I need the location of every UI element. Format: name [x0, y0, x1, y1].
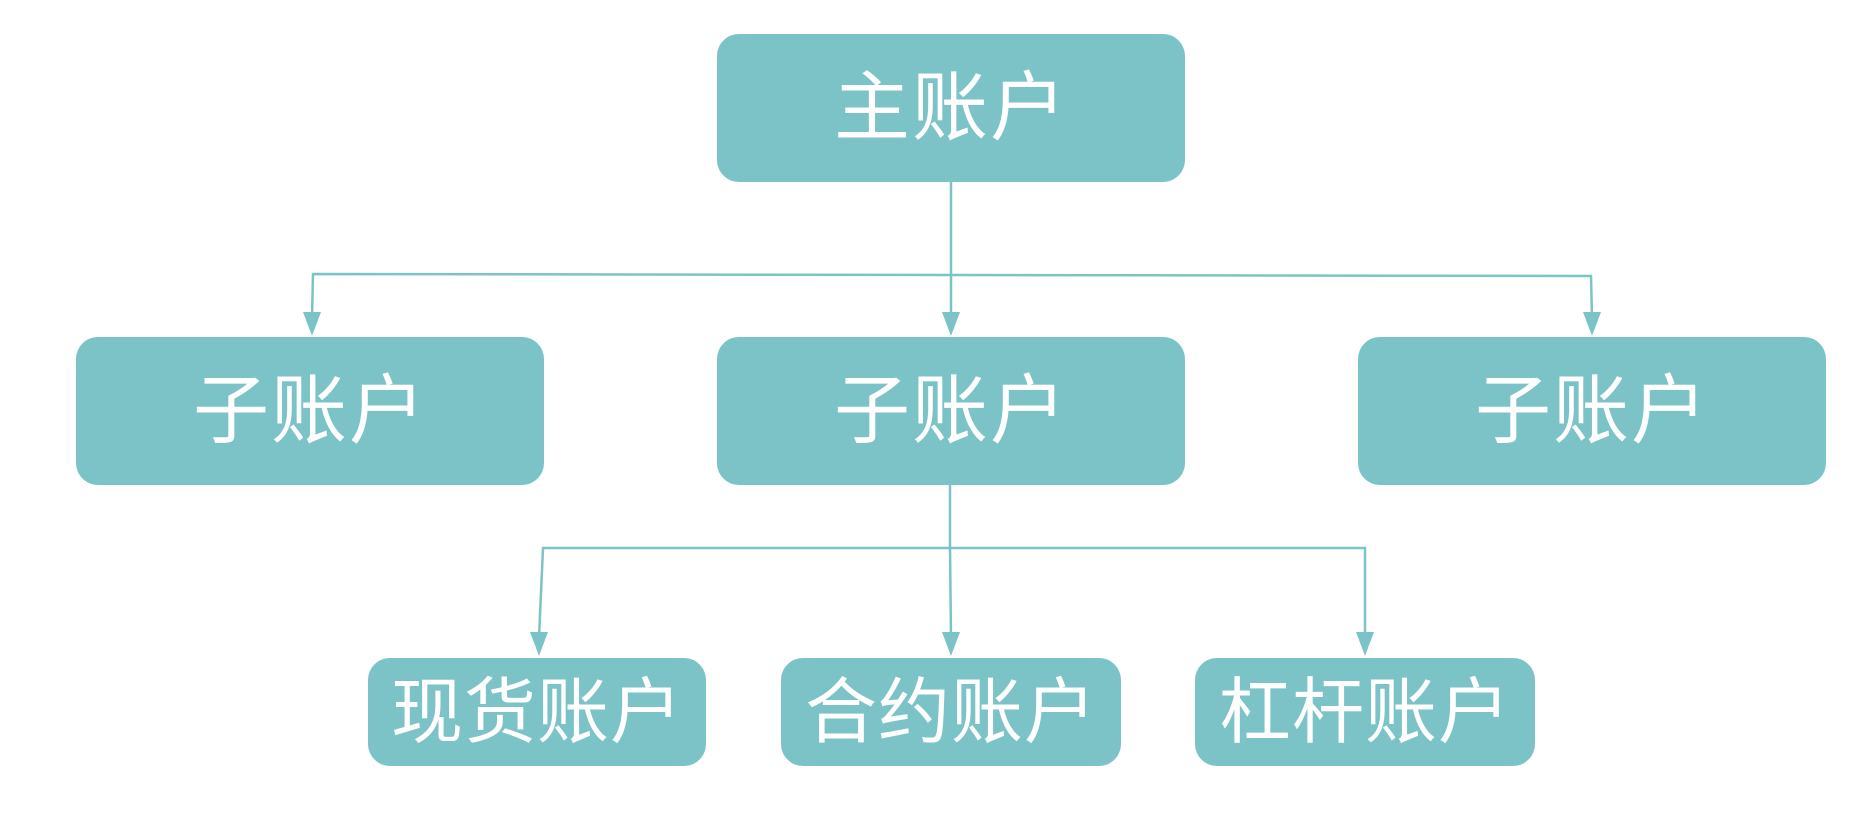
arrowhead-contract: [942, 632, 960, 656]
arrowhead-sub-2: [942, 312, 960, 336]
node-root-account: 主账户: [717, 34, 1185, 182]
node-sub-account-1: 子账户: [76, 337, 544, 485]
node-root-label: 主账户: [834, 63, 1068, 152]
arrowhead-sub-1: [303, 312, 321, 336]
arrowhead-spot: [530, 632, 548, 656]
arrowhead-leverage: [1356, 632, 1374, 656]
connector-sub-bus: [537, 546, 1367, 639]
node-contract-account-label: 合约账户: [804, 670, 1097, 754]
node-leverage-account: 杠杆账户: [1195, 658, 1535, 766]
connector-root-bus: [310, 272, 1594, 319]
node-sub-account-3: 子账户: [1358, 337, 1826, 485]
node-spot-account: 现货账户: [368, 658, 706, 766]
node-sub-account-1-label: 子账户: [193, 366, 427, 455]
node-leverage-account-label: 杠杆账户: [1218, 670, 1511, 754]
node-spot-account-label: 现货账户: [390, 670, 683, 754]
node-sub-account-2: 子账户: [717, 337, 1185, 485]
node-contract-account: 合约账户: [781, 658, 1121, 766]
connector-sub-to-contract: [948, 547, 953, 639]
node-sub-account-2-label: 子账户: [834, 366, 1068, 455]
arrowhead-sub-3: [1583, 312, 1601, 336]
node-sub-account-3-label: 子账户: [1475, 366, 1709, 455]
